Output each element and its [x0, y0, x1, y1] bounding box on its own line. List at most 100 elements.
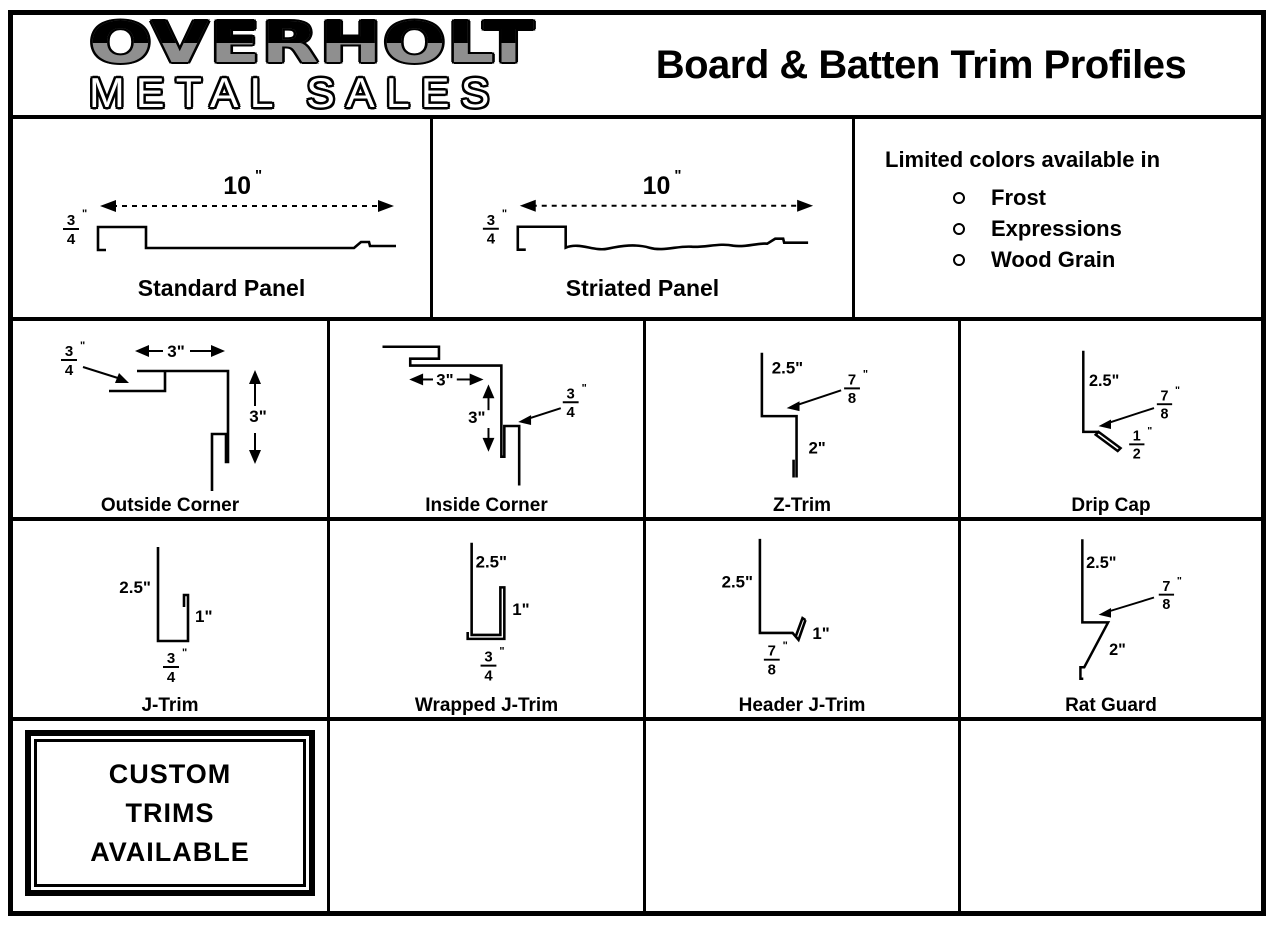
circle-bullet-icon	[953, 223, 965, 235]
color-option-label: Wood Grain	[991, 247, 1116, 272]
wrapped-j-trim-diagram: 2.5" 1" 3 4 "	[466, 542, 530, 684]
hem-fraction: 3 4 "	[61, 340, 85, 379]
empty-cell	[958, 721, 1261, 911]
svg-text:": "	[1177, 575, 1182, 587]
step-fraction: 7 8 "	[1156, 385, 1180, 423]
list-item: Wood Grain	[953, 247, 1261, 273]
trim-label: Z-Trim	[772, 495, 832, 516]
dimension-label: 2.5"	[119, 578, 151, 597]
panel-label: Striated Panel	[565, 275, 720, 301]
dimension-label: 2.5"	[1086, 554, 1116, 572]
cell-wrapped-j-trim: 2.5" 1" 3 4 " Wrapped J-Trim	[327, 521, 643, 717]
dimension-label: 1"	[512, 600, 529, 619]
panel-label: Standard Panel	[137, 275, 306, 301]
trim-label: Drip Cap	[1071, 495, 1151, 516]
dimension-unit: "	[674, 167, 681, 184]
svg-text:": "	[1147, 425, 1152, 437]
circle-bullet-icon	[953, 192, 965, 204]
svg-text:8: 8	[768, 663, 776, 679]
kick-fraction: 1 2 "	[1129, 425, 1152, 463]
dimension-label: 2.5"	[772, 359, 803, 378]
cell-outside-corner: 3 4 " 3" 3" Outside Cor	[13, 321, 327, 517]
svg-text:": "	[499, 646, 504, 658]
custom-trims-line: TRIMS	[125, 797, 215, 828]
colors-list: Frost Expressions Wood Grain	[885, 185, 1261, 273]
trim-label: Rat Guard	[1065, 695, 1157, 716]
trims-row-1: 3 4 " 3" 3" Outside Cor	[13, 317, 1261, 517]
custom-trims-line: CUSTOM	[108, 758, 232, 789]
custom-trims-box-inner: CUSTOM TRIMS AVAILABLE	[34, 739, 306, 887]
opening-fraction: 3 4 "	[480, 646, 505, 684]
header-j-trim-diagram: 2.5" 7 8 " 1"	[722, 538, 830, 679]
step-fraction: 7 8 "	[844, 368, 868, 407]
page-title: Board & Batten Trim Profiles	[655, 42, 1187, 87]
outside-corner-diagram: 3 4 " 3" 3"	[61, 340, 267, 491]
drip-cap-diagram: 2.5" 7 8 " 1 2 "	[1082, 350, 1180, 463]
list-item: Frost	[953, 185, 1261, 211]
svg-text:3: 3	[67, 212, 75, 229]
cell-z-trim: 2.5" 7 8 " 2" Z-Trim	[643, 321, 958, 517]
j-trim-diagram: 2.5" 1" 3 4 "	[119, 547, 213, 686]
trim-label: J-Trim	[141, 695, 199, 716]
dimension-label: 3"	[167, 342, 185, 361]
dimension-unit: "	[255, 167, 262, 184]
svg-text:3: 3	[484, 650, 492, 666]
custom-trims-box: CUSTOM TRIMS AVAILABLE	[25, 730, 315, 896]
striated-panel-diagram: 10 " 3 4 "	[482, 167, 814, 251]
inside-corner-diagram: 3" 3" 3 4 "	[382, 345, 587, 486]
cell-custom-trims: CUSTOM TRIMS AVAILABLE	[13, 721, 327, 911]
dimension-label: 1"	[195, 607, 213, 626]
custom-trims-line: AVAILABLE	[90, 836, 250, 867]
trim-label: Outside Corner	[100, 495, 240, 516]
svg-text:": "	[783, 640, 788, 652]
thickness-fraction: 3 4 "	[63, 208, 87, 248]
opening-fraction: 3 4 "	[163, 647, 187, 686]
cell-header-j-trim: 2.5" 7 8 " 1" Header J-Trim	[643, 521, 958, 717]
dimension-label: 3"	[249, 407, 267, 426]
dimension-label: 10	[643, 172, 671, 200]
dimension-label: 2.5"	[1089, 372, 1119, 390]
trim-label: Wrapped J-Trim	[414, 695, 559, 716]
cell-standard-panel: 10 " 3 4 " Standard Panel	[13, 119, 430, 317]
standard-panel-diagram: 10 " 3 4 "	[63, 167, 396, 252]
svg-text:8: 8	[1162, 597, 1170, 613]
svg-text:": "	[80, 340, 85, 352]
svg-text:4: 4	[487, 231, 496, 248]
svg-text:7: 7	[1161, 388, 1169, 404]
dimension-label: 2.5"	[722, 572, 753, 591]
svg-text:": "	[182, 647, 187, 659]
svg-text:8: 8	[1161, 407, 1169, 423]
svg-text:4: 4	[167, 669, 176, 686]
svg-text:": "	[82, 208, 87, 220]
thickness-fraction: 3 4 "	[482, 208, 507, 248]
list-item: Expressions	[953, 216, 1261, 242]
trim-profiles-sheet: OVERHOLT OVERHOLT METAL SALES Board & Ba…	[8, 10, 1266, 916]
panels-row: 10 " 3 4 " Standard Panel 10 "	[13, 115, 1261, 317]
svg-text:3: 3	[567, 386, 575, 402]
dimension-label: 2"	[1109, 641, 1126, 659]
dimension-label: 3"	[436, 370, 453, 389]
color-option-label: Frost	[991, 185, 1046, 210]
color-option-label: Expressions	[991, 216, 1122, 241]
svg-text:": "	[1175, 385, 1180, 397]
svg-text:4: 4	[567, 405, 576, 421]
dimension-label: 1"	[812, 624, 829, 643]
svg-text:": "	[863, 368, 868, 380]
cell-j-trim: 2.5" 1" 3 4 " J-Trim	[13, 521, 327, 717]
svg-text:7: 7	[1162, 579, 1170, 595]
dimension-label: 2.5"	[476, 553, 507, 572]
z-trim-diagram: 2.5" 7 8 " 2"	[760, 352, 868, 478]
logo-overholt-text: OVERHOLT	[89, 10, 536, 76]
svg-text:3: 3	[65, 343, 73, 360]
empty-cell	[327, 721, 643, 911]
svg-text:4: 4	[65, 362, 74, 379]
rat-guard-diagram: 2.5" 7 8 " 2"	[1079, 539, 1182, 680]
trims-row-2: 2.5" 1" 3 4 " J-Trim 2.5" 1" 3 4	[13, 517, 1261, 717]
circle-bullet-icon	[953, 254, 965, 266]
dimension-label: 3"	[468, 408, 485, 427]
svg-text:1: 1	[1133, 429, 1141, 445]
svg-text:4: 4	[484, 668, 493, 684]
svg-text:": "	[582, 382, 587, 394]
svg-text:3: 3	[487, 212, 495, 229]
hem-fraction: 3 4 "	[562, 382, 587, 421]
